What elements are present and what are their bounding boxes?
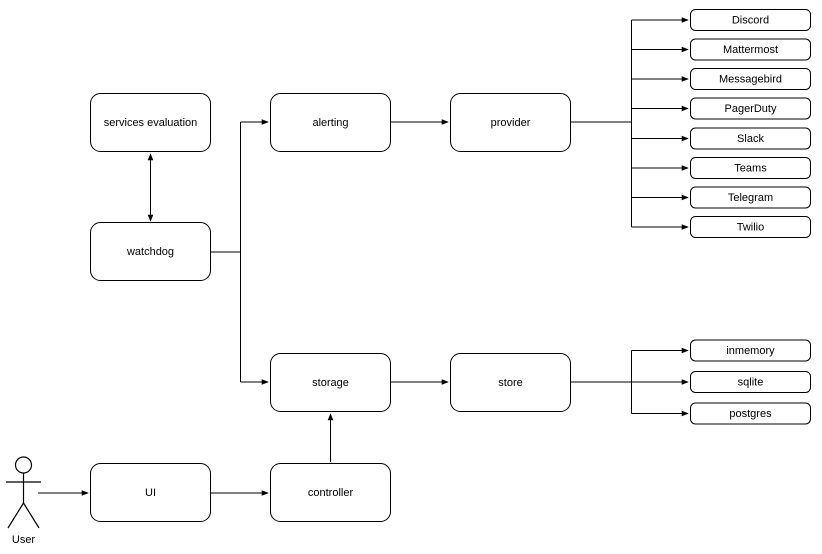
- edges-layer: [38, 17, 689, 496]
- leaf-node-inmemory[interactable]: inmemory: [690, 339, 811, 362]
- node-watchdog-rect: [90, 222, 211, 281]
- leaf-node-pagerduty[interactable]: PagerDuty: [690, 97, 811, 120]
- node-services-evaluation-rect: [90, 93, 211, 152]
- node-services-evaluation[interactable]: services evaluation: [90, 93, 211, 152]
- actor-right-leg-icon: [22, 502, 40, 529]
- leaf-node-slack[interactable]: Slack: [690, 127, 811, 150]
- node-watchdog[interactable]: watchdog: [90, 222, 211, 281]
- leaf-node-mattermost-rect: [690, 38, 811, 61]
- leaf-node-teams-rect: [690, 157, 811, 179]
- node-services-evaluation-label: services evaluation: [104, 117, 198, 129]
- leaf-node-mattermost-label: Mattermost: [723, 44, 778, 56]
- leaf-node-twilio[interactable]: Twilio: [690, 216, 811, 238]
- leaf-node-teams-label: Teams: [734, 162, 767, 174]
- node-store-label: store: [498, 377, 522, 389]
- leaf-node-messagebird[interactable]: Messagebird: [690, 68, 811, 90]
- node-controller[interactable]: controller: [270, 463, 391, 522]
- node-ui[interactable]: UI: [90, 463, 211, 522]
- leaf-node-pagerduty-label: PagerDuty: [725, 103, 777, 115]
- node-storage-rect: [270, 353, 391, 412]
- actor-user[interactable]: User: [6, 456, 41, 546]
- leaf-node-teams[interactable]: Teams: [690, 157, 811, 179]
- node-watchdog-label: watchdog: [126, 246, 174, 258]
- leaf-node-discord[interactable]: Discord: [690, 9, 811, 31]
- node-provider[interactable]: provider: [450, 93, 571, 152]
- leaf-node-telegram[interactable]: Telegram: [690, 186, 811, 209]
- leaf-node-discord-label: Discord: [732, 14, 769, 26]
- node-store-rect: [450, 353, 571, 412]
- leaf-node-twilio-label: Twilio: [737, 221, 765, 233]
- node-ui-label: UI: [145, 487, 156, 499]
- leaf-node-sqlite-label: sqlite: [738, 376, 764, 388]
- actor-head-icon: [14, 456, 33, 474]
- leaf-node-sqlite[interactable]: sqlite: [690, 371, 811, 393]
- node-alerting-rect: [270, 93, 391, 152]
- leaf-node-postgres-rect: [690, 402, 811, 425]
- leaf-node-inmemory-rect: [690, 339, 811, 362]
- leaf-node-pagerduty-rect: [690, 97, 811, 120]
- provider-list: Discord Mattermost Messagebird PagerDuty…: [690, 9, 811, 238]
- node-controller-label: controller: [308, 487, 354, 499]
- leaf-node-telegram-label: Telegram: [728, 192, 773, 204]
- actor-label: User: [12, 534, 36, 546]
- node-ui-rect: [90, 463, 211, 522]
- node-alerting[interactable]: alerting: [270, 93, 391, 152]
- actor-left-leg-icon: [7, 502, 25, 529]
- node-storage[interactable]: storage: [270, 353, 391, 412]
- store-list: inmemory sqlite postgres: [690, 339, 811, 425]
- leaf-node-twilio-rect: [690, 216, 811, 238]
- node-controller-rect: [270, 463, 391, 522]
- leaf-node-messagebird-rect: [690, 68, 811, 90]
- node-provider-label: provider: [491, 117, 531, 129]
- node-alerting-label: alerting: [312, 117, 348, 129]
- leaf-node-messagebird-label: Messagebird: [719, 73, 782, 85]
- leaf-node-inmemory-label: inmemory: [726, 345, 775, 357]
- leaf-node-slack-rect: [690, 127, 811, 150]
- leaf-node-slack-label: Slack: [737, 133, 764, 145]
- leaf-node-telegram-rect: [690, 186, 811, 209]
- node-provider-rect: [450, 93, 571, 152]
- leaf-node-sqlite-rect: [690, 371, 811, 393]
- node-store[interactable]: store: [450, 353, 571, 412]
- node-storage-label: storage: [312, 377, 349, 389]
- leaf-node-postgres-label: postgres: [729, 408, 772, 420]
- leaf-node-postgres[interactable]: postgres: [690, 402, 811, 425]
- leaf-node-discord-rect: [690, 9, 811, 31]
- leaf-node-mattermost[interactable]: Mattermost: [690, 38, 811, 61]
